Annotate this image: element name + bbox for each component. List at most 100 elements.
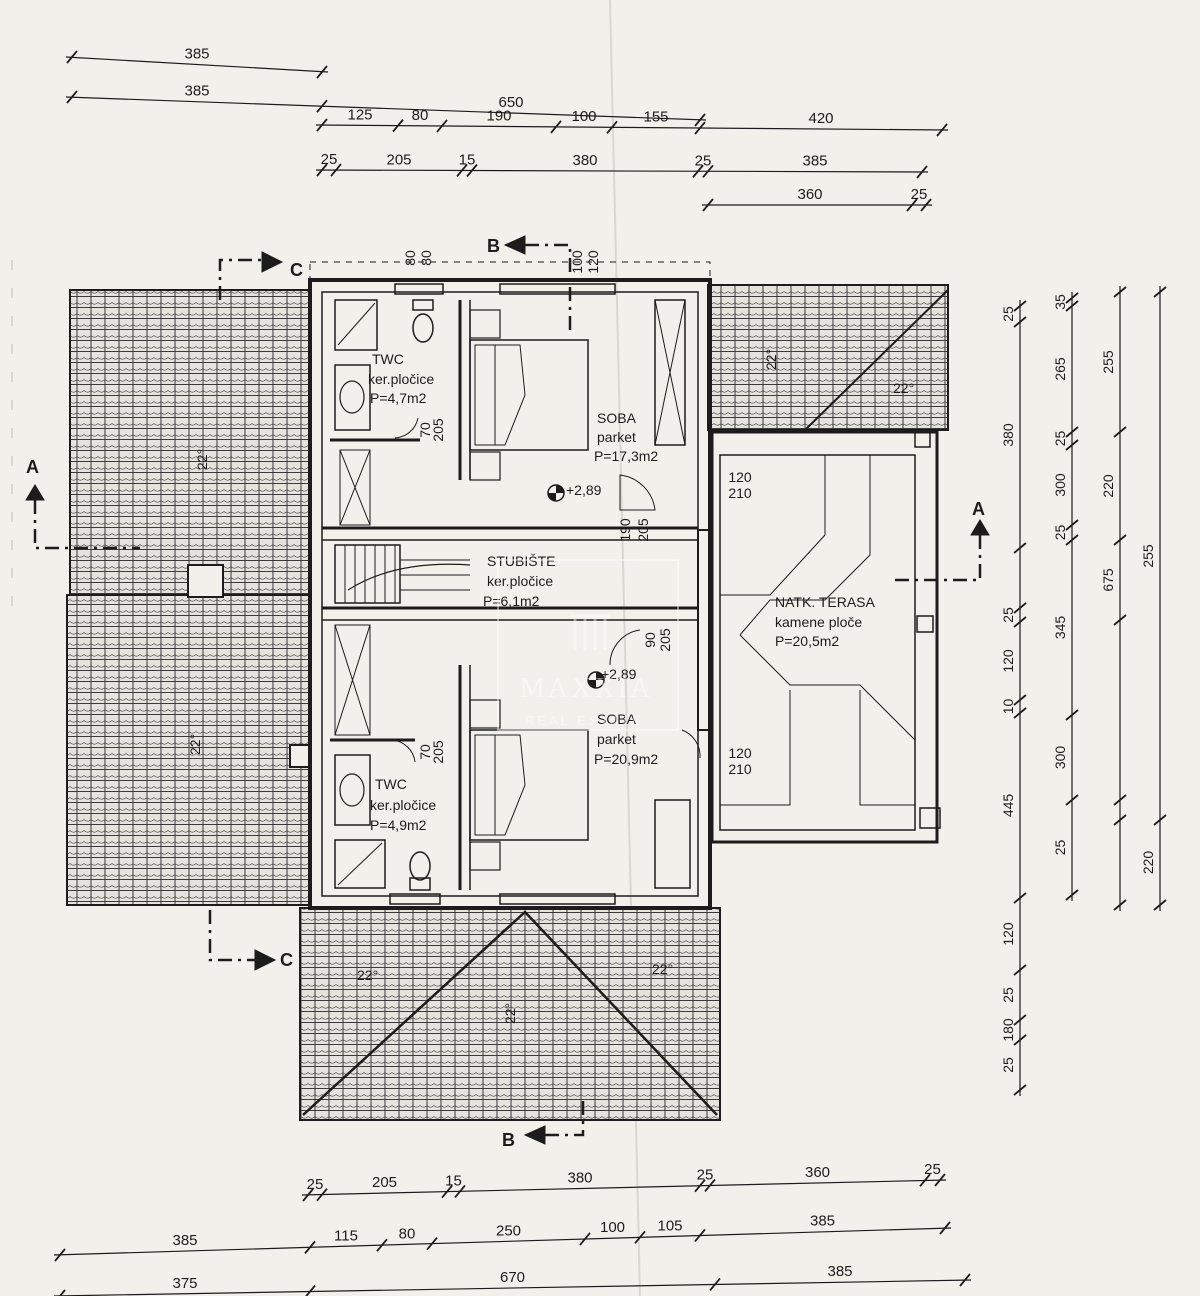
- dimension-label: 125: [347, 106, 372, 123]
- dimension-tick: [1013, 1014, 1027, 1026]
- dimension-tick: [606, 120, 618, 134]
- dimension-label: 105: [657, 1217, 682, 1234]
- dimension-tick: [1013, 542, 1027, 554]
- dimension-line: [53, 1279, 972, 1296]
- slope-roof-right-b: 22°: [893, 380, 914, 396]
- terrace: [710, 430, 941, 844]
- opening-dimension: 70: [417, 744, 433, 760]
- dimension-tick: [58, 1289, 66, 1296]
- dimension-tick: [906, 198, 918, 212]
- dimension-tick: [441, 1185, 453, 1199]
- dimension-tick: [1013, 616, 1027, 628]
- dimension-label: 25: [695, 152, 712, 169]
- dimension-tick: [934, 1173, 946, 1187]
- section-label-c-top: C: [290, 260, 303, 280]
- room-terasa: NATK. TERASA kamene ploče P=20,5m2: [775, 594, 876, 649]
- slope-left-upper: 22°: [194, 449, 210, 470]
- chimney: [187, 564, 224, 598]
- roof-planes: [66, 284, 949, 1121]
- section-markers: [25, 235, 990, 1145]
- dimension-label: 385: [802, 153, 827, 170]
- room-finish: kamene ploče: [775, 614, 862, 630]
- dimension-tick: [1013, 602, 1027, 614]
- dimension-label: 100: [600, 1219, 625, 1236]
- dimension-label: 180: [1000, 1018, 1016, 1042]
- dimension-tick: [694, 1179, 706, 1193]
- dimension-tick: [692, 164, 704, 178]
- dimension-tick: [1013, 707, 1027, 719]
- dimension-tick: [704, 1178, 716, 1193]
- room-area: P=4,9m2: [370, 817, 427, 833]
- roof-left-upper: [69, 289, 311, 596]
- dimension-tick: [1013, 694, 1027, 706]
- dimension-label: 80: [412, 107, 429, 124]
- dimension-label: 360: [797, 186, 822, 203]
- dimension-tick: [1065, 889, 1079, 901]
- dimension-tick: [694, 113, 706, 127]
- dimension-label: 385: [184, 46, 209, 63]
- dimension-label: 445: [1000, 794, 1016, 818]
- dimension-tick: [316, 163, 328, 177]
- dimension-tick: [466, 163, 478, 178]
- section-label-c-bottom: C: [280, 950, 293, 970]
- dimension-label: 25: [1000, 1057, 1016, 1073]
- dimension-tick: [1153, 286, 1167, 298]
- opening-dimension: 120: [585, 250, 601, 274]
- dimension-label: 380: [567, 1170, 592, 1187]
- room-name: SOBA: [597, 711, 637, 727]
- section-label-a-right: A: [972, 499, 985, 519]
- dimension-label: 385: [810, 1213, 835, 1230]
- dimension-tick: [959, 1273, 971, 1287]
- dimension-tick: [1065, 709, 1079, 721]
- dimension-label: 25: [1052, 525, 1068, 541]
- dimension-tick: [66, 90, 78, 104]
- dimension-tick: [702, 164, 714, 178]
- room-name: NATK. TERASA: [775, 594, 876, 610]
- dimension-label: 190: [486, 107, 511, 124]
- dimension-tick: [1065, 300, 1079, 312]
- dimension-label: 25: [697, 1167, 714, 1184]
- dimension-line: [65, 56, 329, 73]
- dimension-tick: [456, 163, 468, 178]
- dimension-label: 25: [1052, 431, 1068, 447]
- room-finish: ker.pločice: [370, 797, 436, 813]
- dimension-label: 35: [1052, 294, 1068, 310]
- dimension-tick: [1065, 794, 1079, 806]
- dimension-tick: [919, 1173, 931, 1187]
- dimension-tick: [454, 1184, 466, 1198]
- room-area: P=6,1m2: [483, 593, 540, 609]
- room-twc-lower: TWC ker.pločice P=4,9m2: [370, 776, 436, 833]
- dimension-label: 255: [1140, 544, 1156, 568]
- opening-dimension: 90: [642, 632, 658, 648]
- dimension-tick: [1113, 614, 1127, 626]
- dimension-label: 385: [172, 1232, 197, 1249]
- section-label-b-bottom: B: [502, 1130, 515, 1150]
- dimension-tick: [579, 1232, 591, 1246]
- room-stubiste: STUBIŠTE ker.pločice P=6,1m2: [483, 553, 555, 609]
- dimension-label: 80: [399, 1225, 416, 1242]
- dimension-tick: [66, 50, 78, 64]
- dimension-tick: [54, 1248, 66, 1262]
- dimension-label: 25: [1000, 607, 1016, 623]
- dimension-line: [315, 169, 929, 173]
- dimension-tick: [936, 123, 948, 137]
- room-soba-lower: SOBA parket P=20,9m2: [594, 711, 658, 767]
- room-name: TWC: [375, 776, 407, 792]
- dimension-tick: [916, 165, 928, 179]
- opening-dimension: 205: [430, 740, 446, 764]
- opening-dimension: 205: [635, 518, 651, 542]
- dimension-tick: [1113, 286, 1127, 298]
- dimension-label: 155: [643, 109, 668, 126]
- dimension-tick: [1113, 534, 1127, 546]
- dimension-label: 380: [572, 152, 597, 169]
- room-twc-upper: TWC ker.pločice P=4,7m2: [368, 351, 434, 406]
- dimension-tick: [694, 1228, 706, 1243]
- dimension-label: 25: [307, 1176, 324, 1193]
- dimension-label: 675: [1100, 568, 1116, 592]
- watermark-brand: MAXXIA: [520, 673, 653, 704]
- dimension-tick: [1153, 814, 1167, 826]
- dimension-label: 375: [172, 1275, 197, 1292]
- opening-dimension: 210: [728, 761, 752, 777]
- dimension-tick: [316, 1188, 328, 1202]
